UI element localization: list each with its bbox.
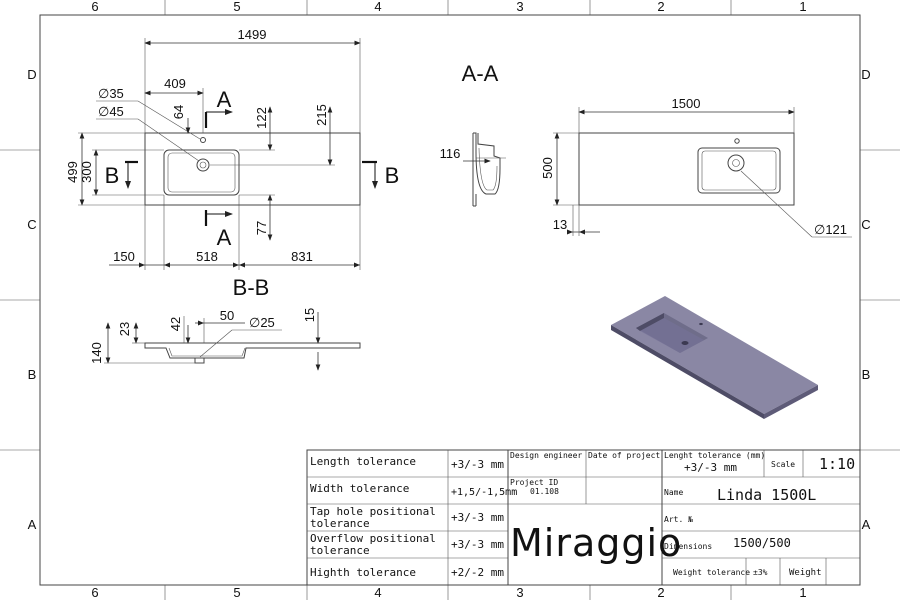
- countertop-outline: [144, 132, 361, 206]
- dim-bb-15: 15: [302, 308, 317, 322]
- section-bb-view: B-B 23 140 42 50 ∅25 15: [89, 275, 361, 371]
- zone-number-top: 2: [657, 0, 664, 14]
- scale-value: 1:10: [819, 455, 855, 473]
- zone-number-bottom: 6: [91, 585, 98, 600]
- section-aa-view: A-A 116: [440, 61, 506, 207]
- weight-label: Weight: [789, 568, 822, 578]
- tol-value: +3/-3 mm: [451, 458, 504, 471]
- tol-label: Highth tolerance: [310, 566, 416, 579]
- dim-bb-42: 42: [168, 317, 183, 331]
- art-label: Art. №: [664, 515, 693, 524]
- length-tol-label: Lenght tolerance (mm): [664, 451, 765, 460]
- dim-bb-50: 50: [220, 308, 234, 323]
- tol-value: +3/-3 mm: [451, 511, 504, 524]
- tol-value: +1,5/-1,5mm: [451, 487, 517, 498]
- dim-215: 215: [314, 104, 329, 126]
- name-value: Linda 1500L: [717, 486, 816, 504]
- zone-letter-right: C: [861, 217, 870, 232]
- zone-letter-left: B: [28, 367, 37, 382]
- dimensions-value: 1500/500: [733, 536, 791, 550]
- section-aa-profile: [473, 132, 501, 195]
- section-bb-profile: [144, 342, 361, 359]
- zone-letter-right: D: [861, 67, 870, 82]
- dim-right-margin: 831: [291, 249, 313, 264]
- right-top-view: 1500 500 13 ∅121: [540, 96, 852, 238]
- section-a-label-bottom: A: [217, 225, 232, 250]
- dim-aa-116: 116: [440, 146, 461, 161]
- basin-outline: [163, 149, 240, 196]
- top-view: 1499 409 ∅35 ∅45 64 122 215 499 300: [65, 27, 399, 270]
- dim-bb-140: 140: [89, 342, 104, 364]
- title-block: Length tolerance +3/-3 mm Width toleranc…: [306, 449, 861, 586]
- tol-label: Width tolerance: [310, 482, 409, 495]
- scale-label: Scale: [771, 460, 795, 469]
- dim-right-edge: 13: [553, 217, 567, 232]
- dim-tap-hole-dia: ∅35: [98, 86, 124, 101]
- dim-64: 64: [171, 105, 186, 119]
- zone-number-top: 3: [516, 0, 523, 14]
- zone-letter-right: A: [862, 517, 871, 532]
- weight-tol-label: Weight tolerance: [673, 568, 750, 577]
- drain-circle: [196, 158, 210, 172]
- section-a-label-top: A: [217, 87, 232, 112]
- tol-label-line2: tolerance: [310, 544, 370, 557]
- zone-number-bottom: 1: [799, 585, 806, 600]
- weight-tol-value: ±3%: [753, 568, 768, 577]
- dim-depth-total: 499: [65, 161, 80, 183]
- tol-label: Length tolerance: [310, 455, 416, 468]
- zone-letter-left: D: [27, 67, 36, 82]
- dim-overflow-dia: ∅45: [98, 104, 124, 119]
- tol-label-line1: Overflow positional: [310, 532, 436, 545]
- dim-77: 77: [254, 221, 269, 235]
- length-tol-value: +3/-3 mm: [684, 461, 737, 474]
- dim-right-depth: 500: [540, 157, 555, 179]
- dim-122: 122: [254, 107, 269, 129]
- zone-letter-left: A: [28, 517, 37, 532]
- name-label: Name: [664, 488, 683, 497]
- tol-label-line1: Tap hole positional: [310, 505, 436, 518]
- drain-inner-circle: [199, 161, 207, 169]
- section-b-label-right: B: [385, 163, 400, 188]
- brand-logo: Miraggio: [510, 521, 682, 565]
- zone-letter-right: B: [862, 367, 871, 382]
- tol-value: +2/-2 mm: [451, 566, 504, 579]
- date-label: Date of project: [588, 451, 660, 460]
- right-basin-outline: [697, 147, 781, 194]
- zone-number-bottom: 3: [516, 585, 523, 600]
- section-b-label-left: B: [105, 163, 120, 188]
- dim-bb-drain-dia: ∅25: [249, 315, 275, 330]
- zone-number-top: 6: [91, 0, 98, 14]
- zone-number-top: 1: [799, 0, 806, 14]
- project-id-value: 01.108: [530, 487, 559, 496]
- dim-right-length: 1500: [672, 96, 701, 111]
- zone-number-top: 4: [374, 0, 381, 14]
- dim-bb-23: 23: [117, 322, 132, 336]
- dim-depth-bowl: 300: [79, 161, 94, 183]
- right-tap-hole: [734, 138, 740, 144]
- zone-number-bottom: 4: [374, 585, 381, 600]
- dim-right-drain-dia: ∅121: [814, 222, 847, 237]
- product-render: [611, 296, 818, 419]
- zone-letter-left: C: [27, 217, 36, 232]
- basin-inner-outline: [167, 152, 236, 193]
- design-engineer-label: Design engineer: [510, 451, 582, 460]
- zone-number-top: 5: [233, 0, 240, 14]
- right-countertop-outline: [578, 132, 795, 206]
- zone-number-bottom: 5: [233, 585, 240, 600]
- dim-overall-length: 1499: [238, 27, 267, 42]
- tol-value: +3/-3 mm: [451, 538, 504, 551]
- section-aa-title: A-A: [462, 61, 499, 86]
- dim-bowl-width: 518: [196, 249, 218, 264]
- dim-left-margin: 150: [113, 249, 135, 264]
- tap-hole: [200, 137, 206, 143]
- project-id-label: Project ID: [510, 478, 558, 487]
- tol-label-line2: tolerance: [310, 517, 370, 530]
- zone-number-bottom: 2: [657, 585, 664, 600]
- section-bb-title: B-B: [233, 275, 270, 300]
- right-drain-circle: [727, 154, 745, 172]
- dimensions-label: Dimensions: [664, 542, 712, 551]
- dim-tap-offset: 409: [164, 76, 186, 91]
